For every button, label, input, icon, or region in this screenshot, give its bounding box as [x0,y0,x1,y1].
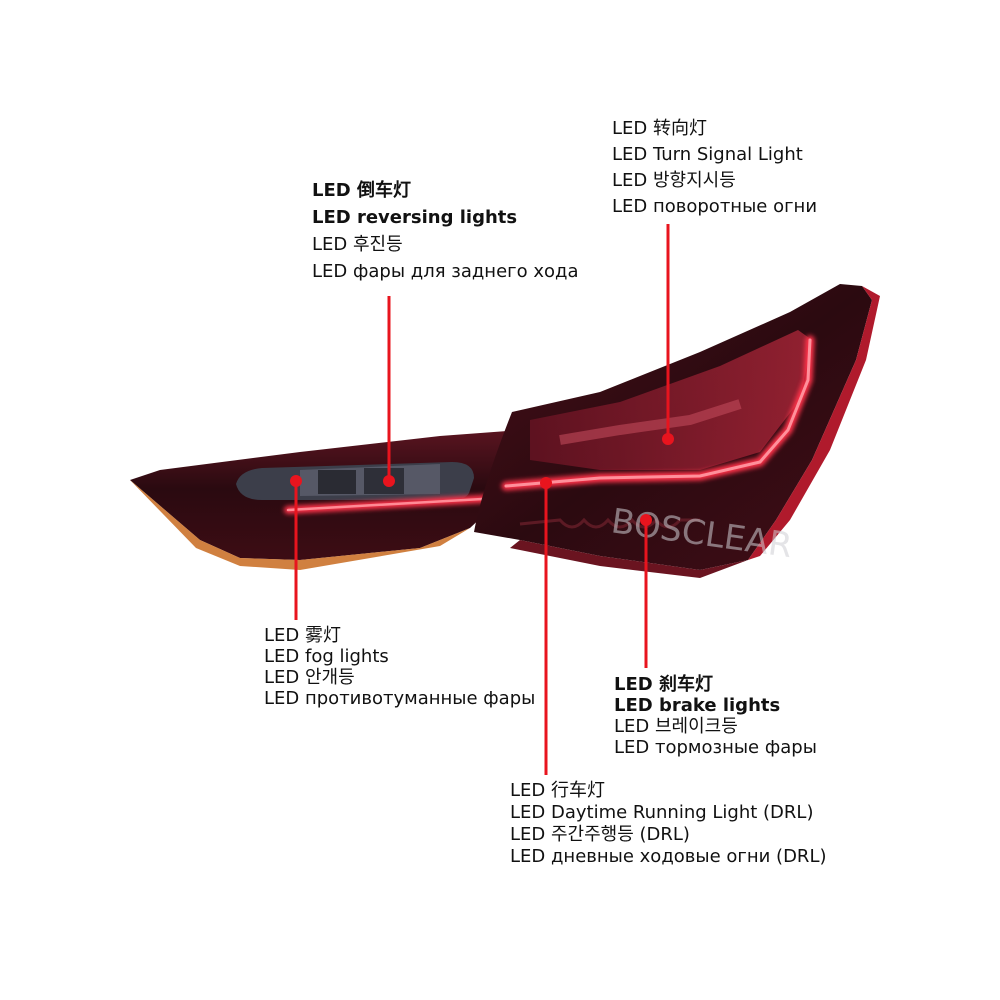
left-drl-strip [286,496,502,512]
label-line: LED поворотные огни [612,196,818,217]
left-tail-lamp [130,430,520,570]
turn-signal-reflector [559,399,742,445]
label-line: LED 후진등 [312,234,403,255]
label-line: LED дневные ходовые огни (DRL) [510,846,827,867]
brake-lights-label: LED 刹车灯 LED brake lights LED 브레이크등 LED т… [614,674,817,758]
label-line: LED противотуманные фары [264,688,536,709]
right-drl-strip [504,338,812,488]
brake-light-led-pattern [519,517,700,529]
label-line: LED fog lights [264,646,389,667]
label-line: LED 안개등 [264,667,355,688]
drl-label: LED 行车灯 LED Daytime Running Light (DRL) … [510,780,827,868]
label-line: LED Turn Signal Light [612,144,803,165]
callout-pointers [290,224,674,775]
label-line: LED 雾灯 [264,625,341,646]
fog-lights-label: LED 雾灯 LED fog lights LED 안개등 LED против… [264,625,535,709]
label-line: LED reversing lights [312,207,518,228]
fog-pointer-dot [290,475,302,487]
reversing-pointer-dot [383,475,395,487]
right-lamp-lower-edge [510,540,748,578]
label-line: LED 行车灯 [510,780,605,801]
turn-signal-pointer-dot [662,433,674,445]
label-line: LED фары для заднего хода [312,261,579,282]
turn-signal-label: LED 转向灯 LED Turn Signal Light LED 방향지시등 … [612,116,817,220]
label-line: LED тормозные фары [614,737,817,758]
drl-pointer-dot [540,477,552,489]
label-line: LED 转向灯 [612,118,707,139]
label-line: LED Daytime Running Light (DRL) [510,802,814,823]
label-line: LED 주간주행등 (DRL) [510,824,690,845]
left-lamp-amber-edge [130,480,470,570]
reversing-lights-label: LED 倒车灯 LED reversing lights LED 후진등 LED… [312,177,578,285]
label-line: LED 방향지시등 [612,170,736,191]
label-line: LED 브레이크등 [614,716,738,737]
right-tail-lamp [474,284,880,578]
reversing-led-cell [318,470,356,494]
brake-pointer-dot [640,514,652,526]
label-line: LED brake lights [614,695,781,716]
label-line: LED 刹车灯 [614,674,713,695]
label-line: LED 倒车灯 [312,180,411,201]
